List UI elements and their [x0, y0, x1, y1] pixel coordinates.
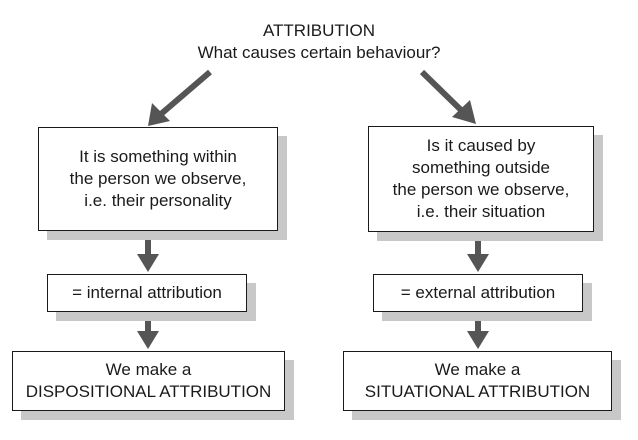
dispositional-line-1: We make a	[105, 360, 192, 379]
external-cause-line-1: Is it caused by	[426, 136, 536, 155]
internal-cause-line-3: i.e. their personality	[84, 191, 232, 210]
external-cause-line-3: the person we observe,	[392, 180, 570, 199]
dispositional-conclusion-box: We make a DISPOSITIONAL ATTRIBUTION	[12, 351, 285, 411]
external-cause-line-2: something outside	[412, 158, 550, 177]
external-cause-line-4: i.e. their situation	[416, 202, 546, 221]
title-question: What causes certain behaviour?	[197, 43, 441, 62]
internal-attribution-label: = internal attribution	[72, 283, 222, 302]
internal-attribution-box: = internal attribution	[47, 274, 247, 312]
arrow-external-q-to-a	[467, 232, 489, 272]
arrow-title-to-external	[419, 69, 476, 124]
diagram-title: ATTRIBUTION What causes certain behaviou…	[0, 20, 638, 64]
situational-conclusion-box: We make a SITUATIONAL ATTRIBUTION	[343, 351, 612, 411]
arrow-internal-q-to-a	[137, 231, 159, 272]
external-attribution-label: = external attribution	[400, 283, 556, 302]
internal-cause-line-2: the person we observe,	[69, 169, 247, 188]
title-heading: ATTRIBUTION	[262, 21, 376, 40]
internal-cause-box: It is something within the person we obs…	[38, 127, 278, 231]
situational-line-1: We make a	[434, 360, 521, 379]
external-cause-box: Is it caused by something outside the pe…	[368, 126, 594, 232]
arrow-title-to-internal	[148, 69, 212, 126]
situational-line-2: SITUATIONAL ATTRIBUTION	[364, 382, 591, 401]
external-attribution-box: = external attribution	[373, 274, 583, 312]
internal-cause-line-1: It is something within	[79, 147, 237, 166]
arrow-external-a-to-c	[467, 312, 489, 349]
dispositional-line-2: DISPOSITIONAL ATTRIBUTION	[25, 382, 272, 401]
arrow-internal-a-to-c	[137, 312, 159, 349]
